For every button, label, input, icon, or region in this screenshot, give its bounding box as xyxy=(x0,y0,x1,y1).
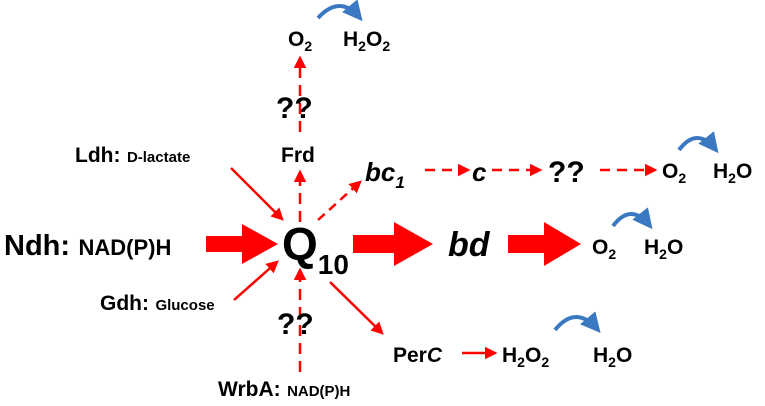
bc1-label: bc1 xyxy=(365,157,405,192)
bd-h2o-label: H2O xyxy=(644,236,683,262)
cytochrome-c-label: c xyxy=(472,157,487,187)
bc1-unknown-label: ?? xyxy=(548,156,585,189)
gdh-label: Gdh: Glucose xyxy=(100,292,215,315)
ndh-to-q-thick-arrow xyxy=(206,224,278,264)
perc-label: PerC xyxy=(393,344,443,367)
ldh-label: Ldh: D-lactate xyxy=(75,144,190,167)
thick-arrows xyxy=(206,222,581,266)
q-to-bd-thick-arrow xyxy=(353,222,433,266)
bc1-o2-label: O2 xyxy=(662,160,686,186)
bd-to-o2-thick-arrow xyxy=(508,222,581,266)
frd-unknown-label: ?? xyxy=(276,92,313,125)
frd-h2o2-label: H2O2 xyxy=(343,28,390,54)
wrba-unknown-label: ?? xyxy=(277,308,314,341)
perc-h2o-label: H2O xyxy=(593,344,632,370)
q10-label: Q10 xyxy=(282,218,349,280)
q-to-bc1-arrow xyxy=(317,180,362,221)
o2-to-h2o-curve-icon-bd xyxy=(611,207,653,230)
arrows xyxy=(230,55,658,372)
bd-label: bd xyxy=(448,226,491,264)
perc-h2o2-label: H2O2 xyxy=(502,344,549,370)
wrba-label: WrbA: NAD(P)H xyxy=(218,378,350,401)
ndh-label: Ndh: NAD(P)H xyxy=(4,230,171,262)
frd-label: Frd xyxy=(281,144,315,167)
bd-o2-label: O2 xyxy=(592,236,616,262)
frd-o2-label: O2 xyxy=(288,28,312,54)
h2o2-to-h2o-curve-icon xyxy=(553,311,601,334)
bc1-h2o-label: H2O xyxy=(713,160,752,186)
curve-arrows xyxy=(316,0,719,334)
gdh-to-q-arrow xyxy=(233,260,279,301)
ldh-to-q-arrow xyxy=(230,167,284,221)
q-to-perc-arrow xyxy=(329,281,384,335)
o2-to-h2o2-curve-icon xyxy=(316,0,363,22)
o2-to-h2o-curve-icon-bc1 xyxy=(677,131,719,154)
